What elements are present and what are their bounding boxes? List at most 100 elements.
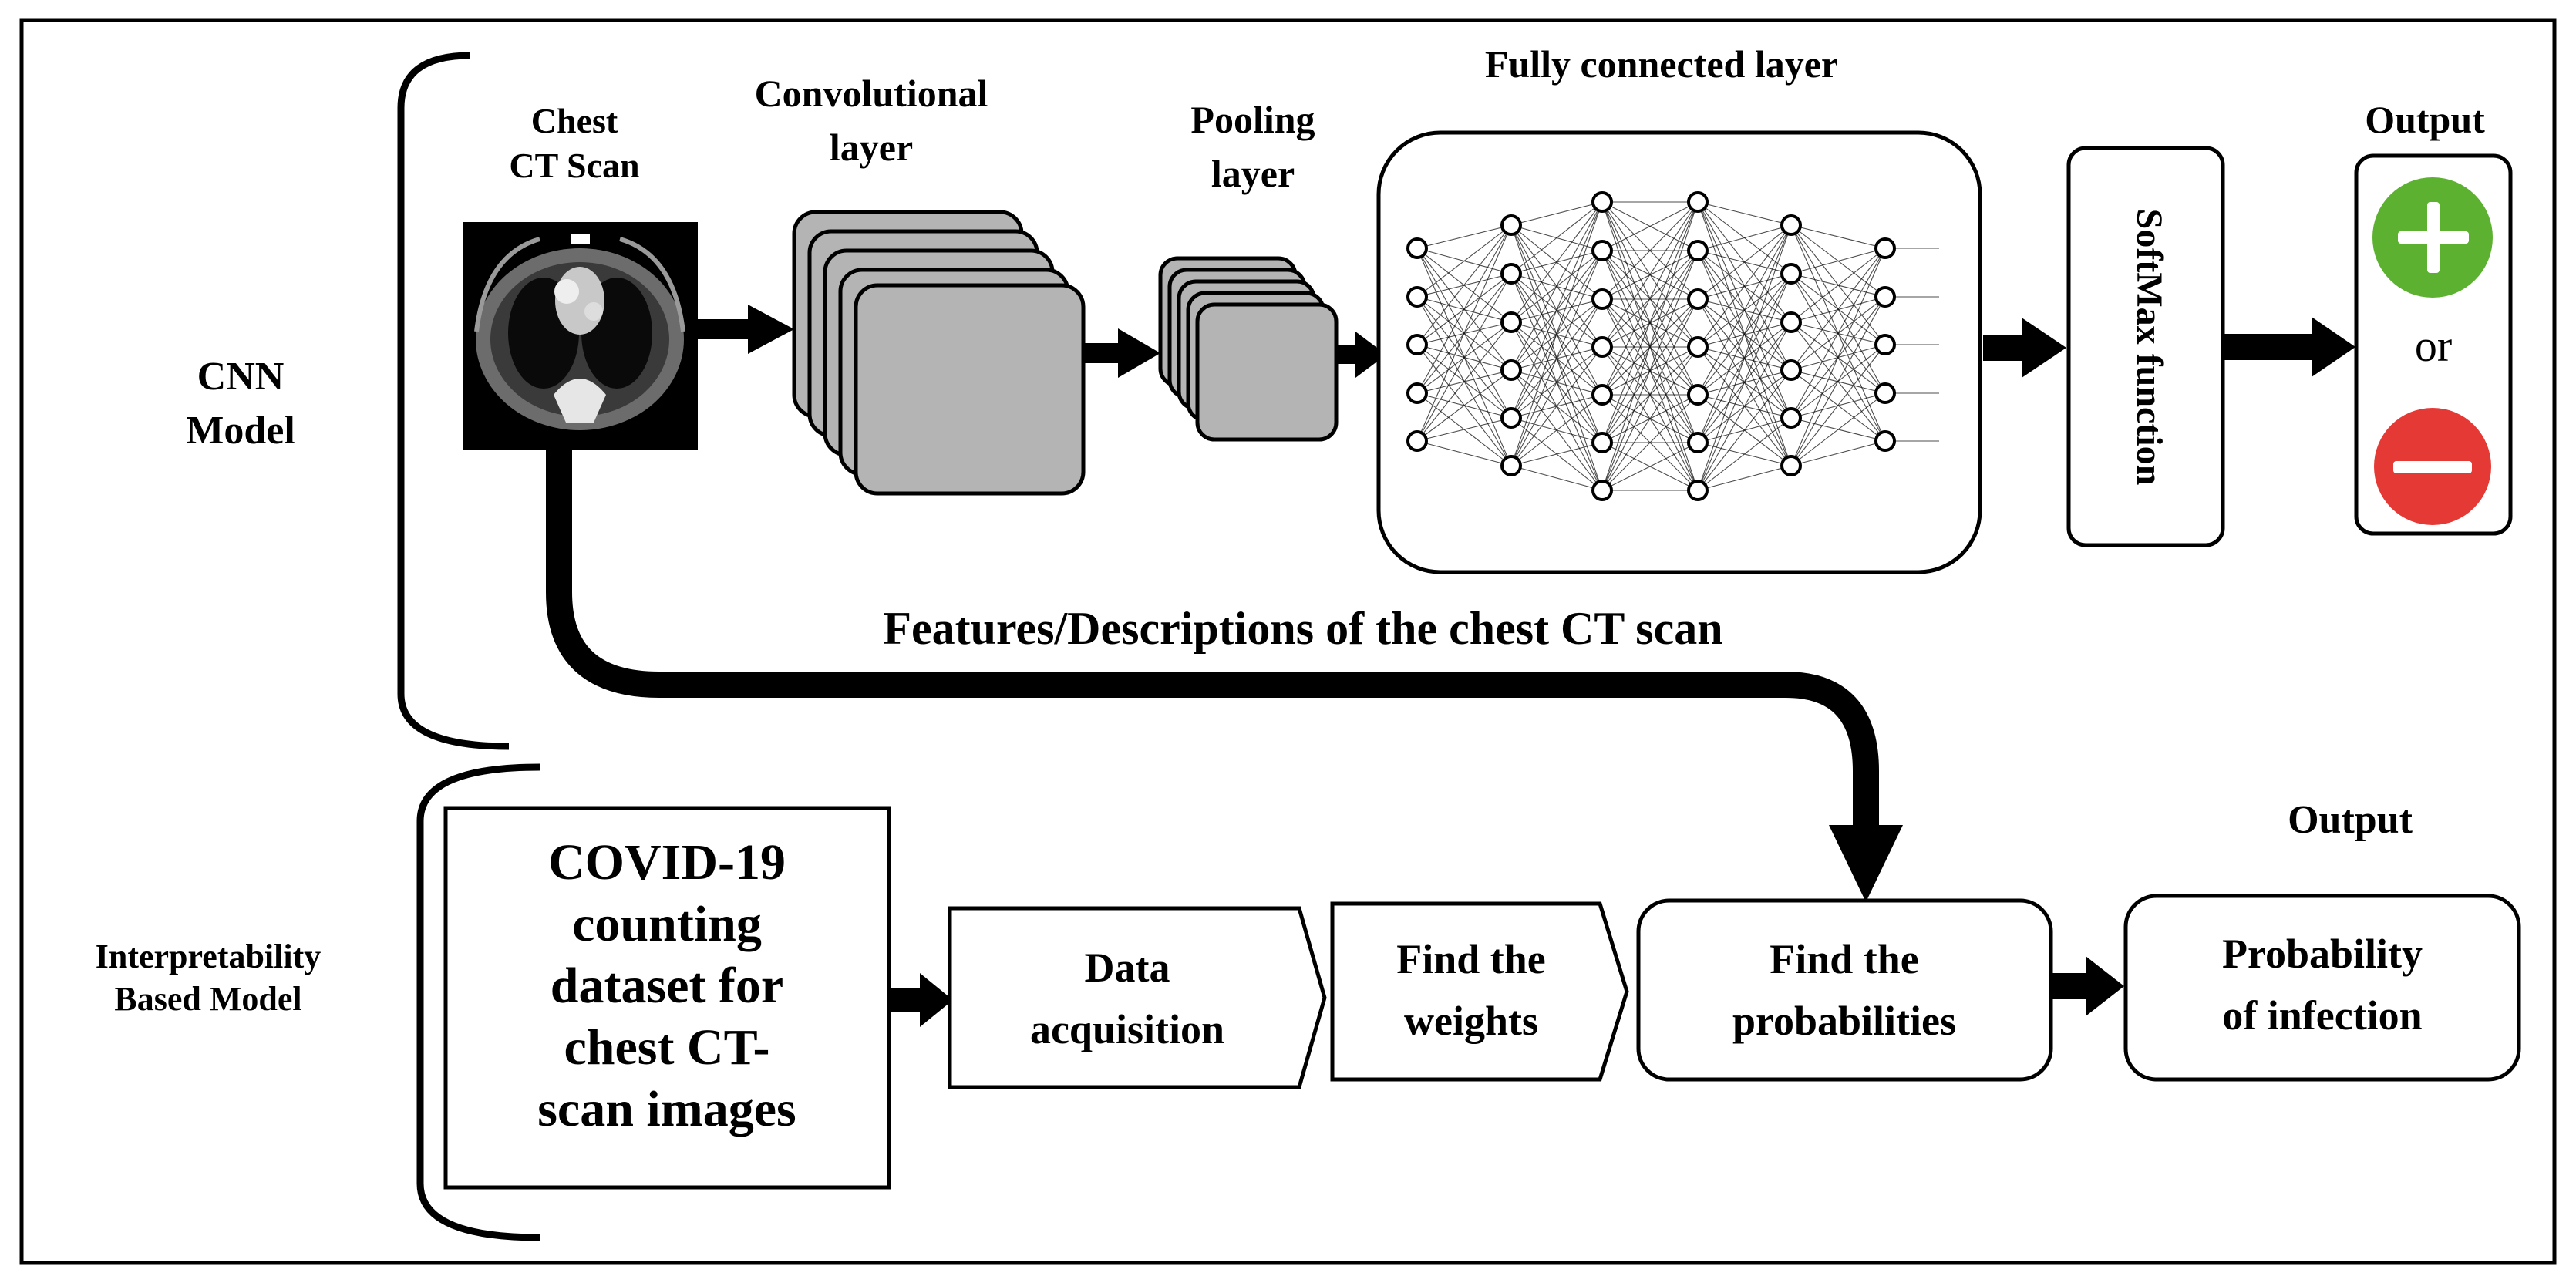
data-acquisition-line1: Data	[1085, 945, 1170, 991]
pool-layer-label-line2: layer	[1211, 152, 1295, 195]
arrow-dataset-to-acquisition	[889, 973, 953, 1027]
probability-result-line2: of infection	[2222, 992, 2422, 1039]
fc-neuron	[1591, 240, 1613, 261]
ct-scan-label-line2: CT Scan	[509, 146, 639, 185]
fc-edge	[1601, 201, 1699, 443]
interp-output-label: Output	[2288, 798, 2413, 842]
fc-neuron	[1406, 334, 1428, 355]
fc-edge	[1510, 442, 1603, 466]
interp-group-brace	[416, 763, 540, 1241]
find-probabilities-box	[1636, 898, 2053, 1082]
fc-edge	[1416, 224, 1512, 345]
fc-neuron	[1591, 480, 1613, 501]
cnn-output-label: Output	[2365, 98, 2485, 141]
fc-neuron	[1687, 288, 1709, 310]
ct-scan-image	[463, 222, 698, 450]
find-probabilities-line2: probabilities	[1732, 998, 1956, 1044]
fc-neuron	[1687, 480, 1709, 501]
pool-layer-label-line1: Pooling	[1190, 98, 1315, 141]
fc-edge	[1601, 394, 1699, 491]
fc-edge	[1510, 298, 1603, 466]
interp-group-label-line1: Interpretability	[96, 938, 322, 975]
fc-neuron	[1500, 359, 1522, 381]
fc-neuron	[1874, 382, 1896, 404]
fc-neuron	[1591, 432, 1613, 453]
fc-edge	[1416, 273, 1512, 442]
fc-edge	[1790, 440, 1886, 466]
data-acquisition-line2: acquisition	[1030, 1006, 1224, 1052]
fc-neuron	[1591, 288, 1613, 310]
fc-neuron	[1780, 263, 1802, 285]
fc-edge	[1697, 417, 1792, 491]
fc-edge	[1416, 224, 1512, 249]
fc-edge	[1601, 346, 1699, 491]
or-label: or	[2415, 321, 2452, 371]
cnn-group-label-line1: CNN	[197, 355, 285, 399]
find-weights-box	[1330, 901, 1629, 1082]
fc-edge	[1697, 465, 1792, 491]
fc-layer-label: Fully connected layer	[1485, 42, 1838, 86]
fc-network-nodes	[1406, 191, 1896, 501]
arrow-conv-to-pool	[1083, 328, 1160, 378]
fc-edge	[1510, 201, 1603, 323]
fc-edge	[1601, 201, 1699, 348]
fc-neuron	[1874, 286, 1896, 308]
pool-layer-stack	[1158, 256, 1339, 442]
fc-neuron	[1406, 382, 1428, 404]
fc-edge	[1790, 224, 1886, 249]
cnn-section: CNN Model Chest CT Scan Convolutional la…	[186, 42, 2513, 750]
fc-edge	[1697, 201, 1792, 226]
fc-edge	[1697, 273, 1792, 491]
fc-neuron	[1500, 455, 1522, 476]
fc-neuron	[1780, 214, 1802, 236]
fc-neuron	[1591, 191, 1613, 213]
fc-neuron	[1780, 311, 1802, 333]
fc-neuron	[1500, 263, 1522, 285]
fc-neuron	[1687, 240, 1709, 261]
arrow-ct-to-conv	[698, 305, 794, 354]
fc-neuron	[1406, 430, 1428, 452]
dataset-line-1: COVID-19	[548, 834, 786, 891]
fc-neuron	[1687, 384, 1709, 406]
fc-edge	[1790, 392, 1886, 466]
fc-edge	[1697, 224, 1792, 491]
fc-edge	[1416, 369, 1512, 442]
fc-edge	[1601, 201, 1699, 300]
fc-edge	[1510, 394, 1603, 466]
fc-edge	[1510, 346, 1603, 466]
fc-neuron	[1687, 432, 1709, 453]
dataset-line-2: counting	[572, 896, 762, 952]
fc-network-edges	[1416, 201, 1939, 491]
fc-edge	[1697, 322, 1792, 491]
conv-layer-label-line2: layer	[830, 126, 913, 169]
fc-neuron	[1687, 336, 1709, 358]
dataset-line-4: chest CT-	[564, 1019, 769, 1076]
dataset-box	[443, 806, 891, 1190]
probability-result-box	[2123, 894, 2521, 1082]
fc-neuron	[1874, 237, 1896, 259]
fc-edge	[1601, 201, 1699, 491]
fc-edge	[1697, 224, 1792, 348]
fc-edge	[1510, 201, 1603, 226]
fc-edge	[1510, 201, 1603, 371]
arrow-pool-to-fc	[1336, 332, 1386, 378]
features-connector	[546, 450, 1903, 902]
fc-layer-box	[1376, 130, 1982, 574]
probability-result-line1: Probability	[2222, 931, 2423, 977]
softmax-label: SoftMax function	[2129, 209, 2170, 486]
fc-edge	[1510, 465, 1603, 491]
fc-edge	[1416, 224, 1512, 442]
fc-edge	[1790, 248, 1886, 419]
fc-edge	[1697, 224, 1792, 443]
arrow-softmax-to-output	[2223, 317, 2355, 377]
fc-edge	[1697, 224, 1792, 300]
fc-edge	[1790, 248, 1886, 371]
data-acquisition-box	[948, 906, 1327, 1089]
fc-neuron	[1406, 237, 1428, 259]
dataset-line-5: scan images	[537, 1081, 796, 1137]
fc-edge	[1790, 248, 1886, 466]
fc-edge	[1416, 224, 1512, 298]
fc-neuron	[1874, 334, 1896, 355]
interp-group-label-line2: Based Model	[114, 980, 301, 1018]
fc-edge	[1601, 201, 1699, 396]
